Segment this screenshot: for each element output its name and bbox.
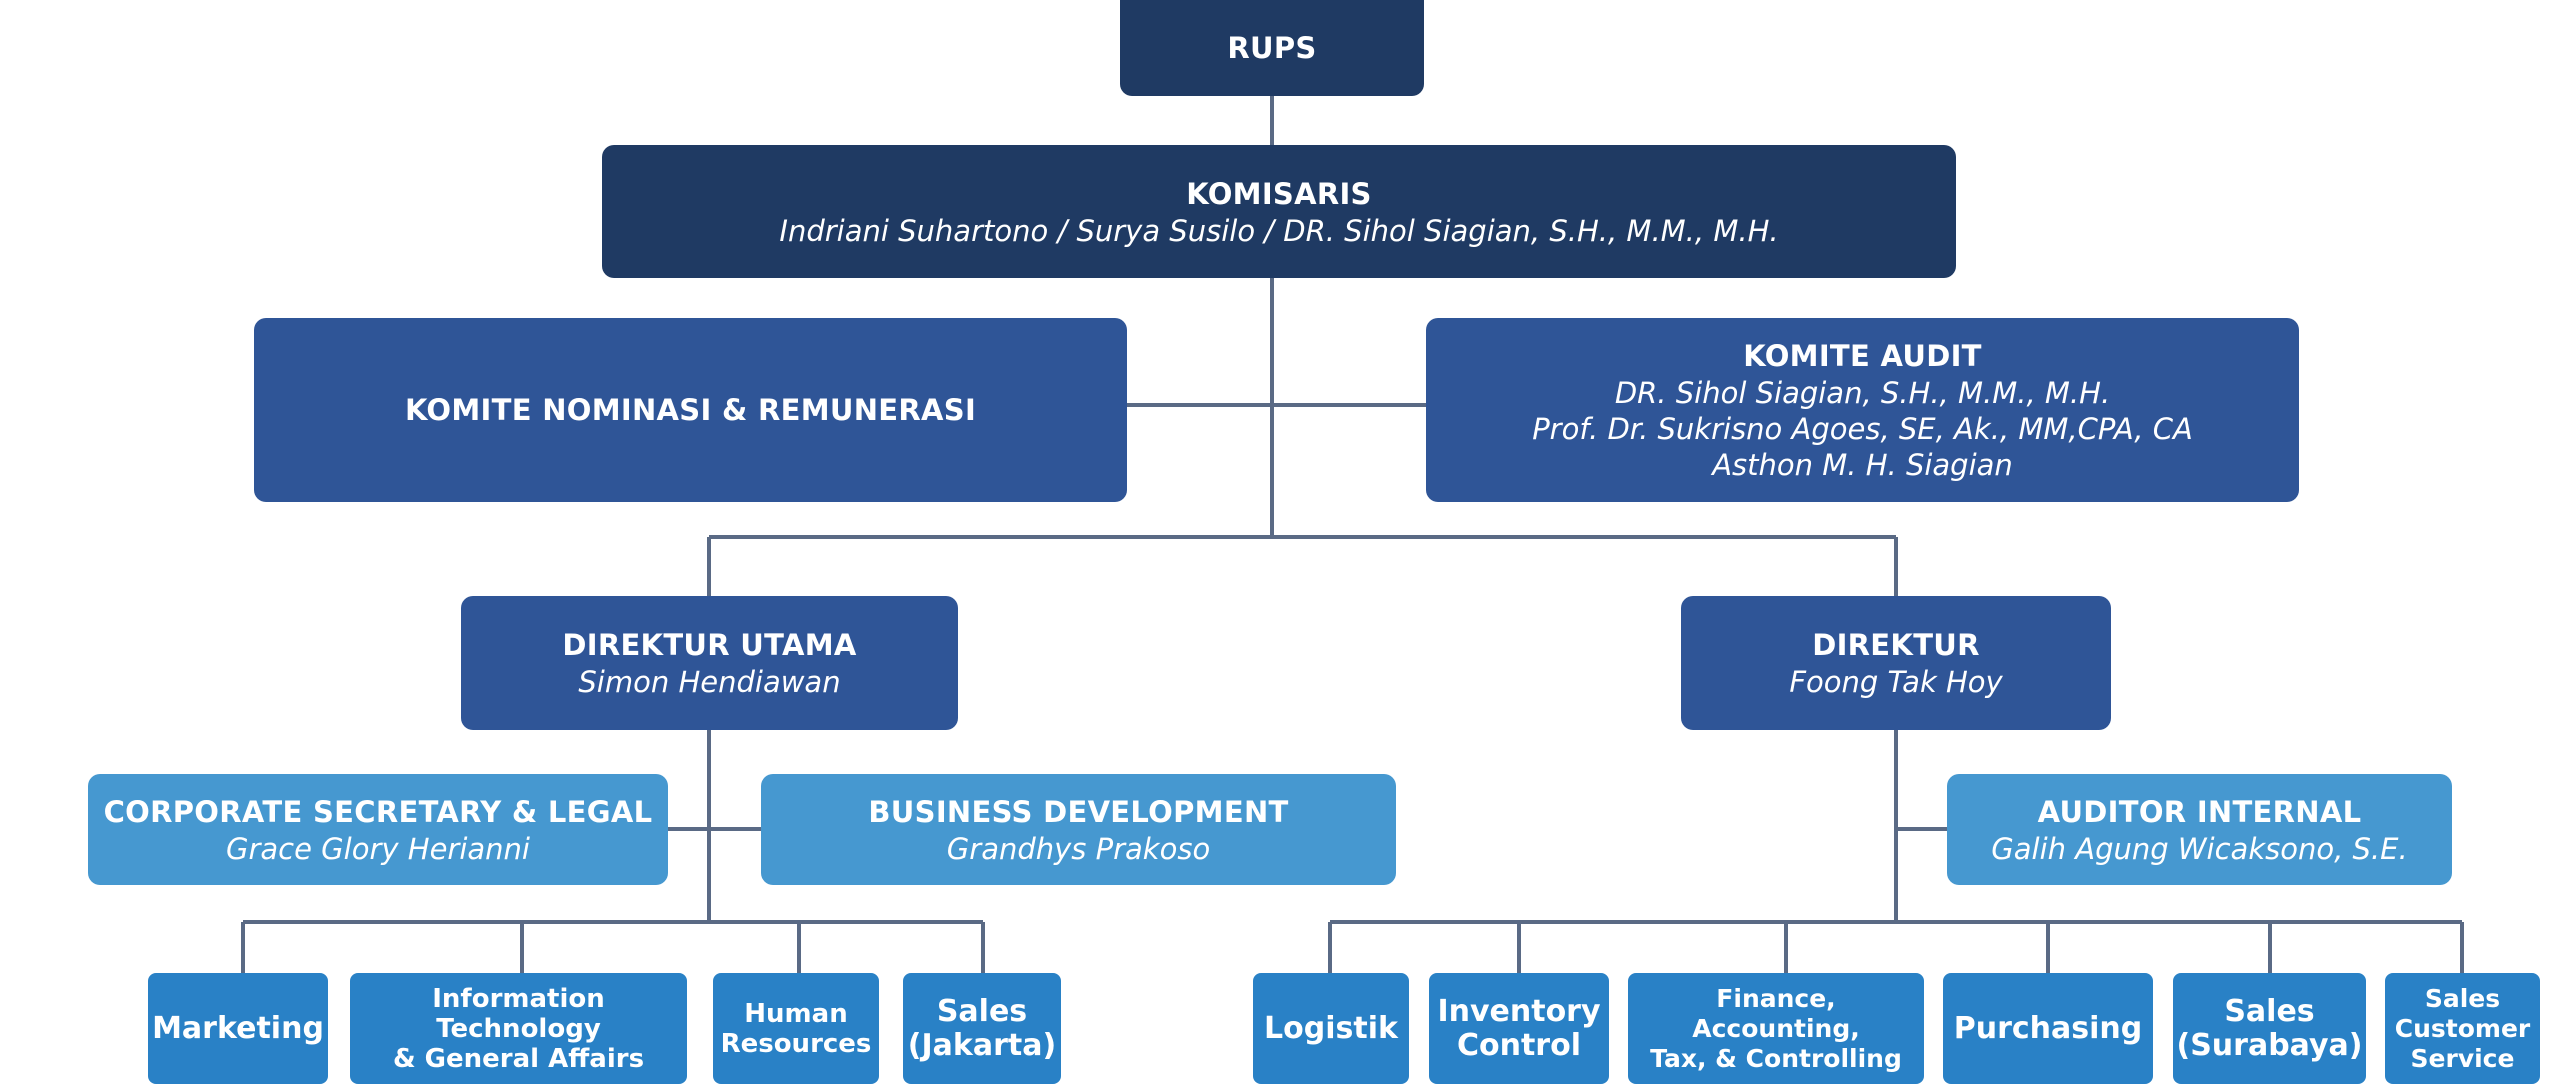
unit-label: Logistik: [1264, 1010, 1398, 1046]
business-development-name: Grandhys Prakoso: [946, 831, 1211, 866]
unit-label: (Jakarta): [907, 1027, 1057, 1063]
unit-finance-accounting: Finance, Accounting, Tax, & Controlling: [1628, 973, 1924, 1084]
unit-it-general-affairs: Information Technology & General Affairs: [350, 973, 687, 1084]
direktur-utama-title: DIREKTUR UTAMA: [562, 628, 857, 662]
komite-audit-member: Asthon M. H. Siagian: [1712, 448, 2013, 482]
unit-sales-jakarta: Sales (Jakarta): [903, 973, 1061, 1084]
direktur-utama-box: DIREKTUR UTAMA Simon Hendiawan: [461, 596, 958, 730]
komite-audit-member: DR. Sihol Siagian, S.H., M.M., M.H.: [1614, 376, 2111, 410]
business-development-title: BUSINESS DEVELOPMENT: [868, 794, 1289, 829]
unit-label: (Surabaya): [2176, 1027, 2363, 1063]
unit-label: Sales: [936, 993, 1028, 1029]
direktur-name: Foong Tak Hoy: [1789, 665, 2003, 699]
unit-label: Resources: [720, 1028, 872, 1059]
auditor-internal-title: AUDITOR INTERNAL: [2037, 794, 2362, 829]
unit-label: Human: [744, 998, 848, 1029]
unit-label: Sales: [2424, 983, 2501, 1013]
unit-label: & General Affairs: [392, 1043, 645, 1074]
unit-sales-customer-service: Sales Customer Service: [2385, 973, 2540, 1084]
komisaris-names: Indriani Suhartono / Surya Susilo / DR. …: [779, 213, 1779, 248]
rups-box: RUPS: [1120, 0, 1424, 96]
unit-purchasing: Purchasing: [1943, 973, 2153, 1084]
unit-label: Sales: [2224, 993, 2315, 1029]
unit-label: Service: [2410, 1043, 2515, 1073]
rups-title: RUPS: [1227, 31, 1317, 65]
unit-label: Purchasing: [1953, 1010, 2143, 1046]
unit-label: Customer: [2394, 1013, 2531, 1043]
auditor-internal-box: AUDITOR INTERNAL Galih Agung Wicaksono, …: [1947, 774, 2452, 885]
unit-logistik: Logistik: [1253, 973, 1409, 1084]
komite-nominasi-title: KOMITE NOMINASI & REMUNERASI: [404, 393, 977, 427]
unit-label: Inventory: [1437, 993, 1601, 1029]
komite-audit-box: KOMITE AUDIT DR. Sihol Siagian, S.H., M.…: [1426, 318, 2299, 502]
direktur-utama-name: Simon Hendiawan: [578, 665, 841, 699]
unit-sales-surabaya: Sales (Surabaya): [2173, 973, 2366, 1084]
unit-label: Finance,: [1716, 983, 1836, 1013]
business-development-box: BUSINESS DEVELOPMENT Grandhys Prakoso: [761, 774, 1396, 885]
direktur-box: DIREKTUR Foong Tak Hoy: [1681, 596, 2111, 730]
unit-label: Control: [1456, 1027, 1581, 1063]
unit-inventory-control: Inventory Control: [1429, 973, 1609, 1084]
unit-human-resources: Human Resources: [713, 973, 879, 1084]
corporate-secretary-name: Grace Glory Herianni: [226, 831, 530, 866]
corporate-secretary-box: CORPORATE SECRETARY & LEGAL Grace Glory …: [88, 774, 668, 885]
komisaris-title: KOMISARIS: [1186, 176, 1372, 211]
unit-label: Tax, & Controlling: [1650, 1043, 1902, 1073]
unit-marketing: Marketing: [148, 973, 328, 1084]
komite-nominasi-box: KOMITE NOMINASI & REMUNERASI: [254, 318, 1127, 502]
unit-label: Information Technology: [432, 983, 605, 1044]
direktur-title: DIREKTUR: [1812, 628, 1980, 662]
unit-label: Marketing: [152, 1010, 324, 1046]
corporate-secretary-title: CORPORATE SECRETARY & LEGAL: [103, 794, 653, 829]
komite-audit-title: KOMITE AUDIT: [1743, 339, 1982, 373]
unit-label: Accounting,: [1692, 1013, 1860, 1043]
komisaris-box: KOMISARIS Indriani Suhartono / Surya Sus…: [602, 145, 1956, 278]
auditor-internal-name: Galih Agung Wicaksono, S.E.: [1991, 831, 2408, 866]
komite-audit-member: Prof. Dr. Sukrisno Agoes, SE, Ak., MM,CP…: [1532, 412, 2193, 446]
